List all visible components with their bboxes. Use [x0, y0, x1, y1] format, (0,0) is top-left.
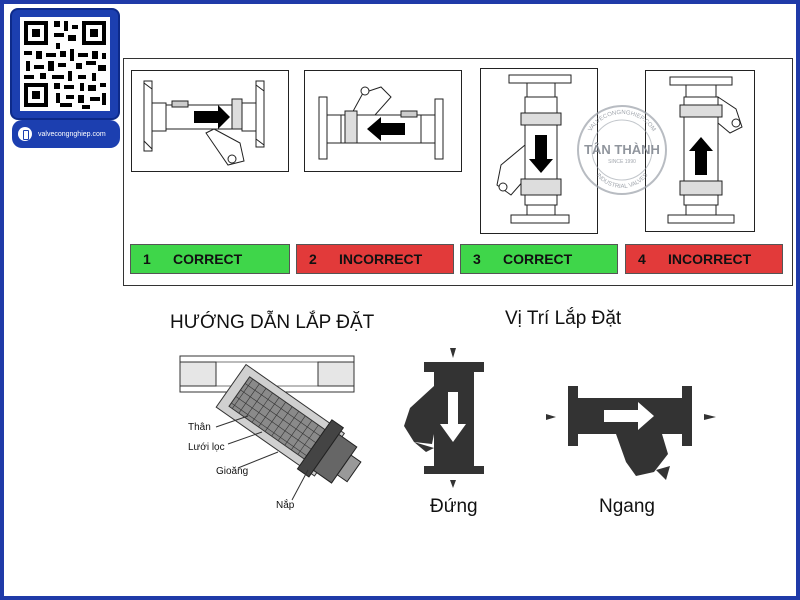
label-number: 1 — [143, 251, 151, 267]
strainer-cutaway-diagram — [179, 355, 362, 501]
orientation-cell-1 — [131, 70, 289, 172]
vertical-caption: Đứng — [430, 496, 478, 517]
part-label-gasket: Gioăng — [216, 466, 249, 477]
tan-thanh-watermark: VALVECONGNGHIEP.COM INDUSTRIAL VALVES TÂ… — [577, 105, 667, 195]
horizontal-caption: Ngang — [599, 496, 655, 517]
vertical-install-icon — [404, 348, 484, 488]
phone-icon — [18, 127, 32, 141]
strainer-vertical-correct — [496, 74, 572, 224]
qr-code-box — [12, 10, 118, 118]
label-text: INCORRECT — [668, 251, 752, 267]
orientation-label-1: 1 CORRECT — [130, 244, 290, 274]
orientation-panel — [123, 58, 793, 286]
label-text: CORRECT — [503, 251, 573, 267]
orientation-label-3: 3 CORRECT — [460, 244, 618, 274]
part-label-body: Thân — [188, 422, 211, 433]
label-number: 4 — [638, 251, 646, 267]
qr-code — [20, 17, 110, 111]
part-label-screen: Lưới lọc — [188, 442, 225, 453]
label-number: 2 — [309, 251, 317, 267]
label-text: CORRECT — [173, 251, 243, 267]
horizontal-install-icon — [546, 386, 716, 480]
website-url: valvecongnghiep.com — [38, 130, 106, 138]
position-title: Vị Trí Lắp Đặt — [505, 308, 622, 329]
orientation-cell-2 — [304, 70, 462, 172]
website-bar[interactable]: valvecongnghiep.com — [12, 120, 120, 148]
strainer-horizontal-incorrect — [318, 86, 444, 160]
orientation-label-4: 4 INCORRECT — [625, 244, 783, 274]
qr-code-graphic — [24, 21, 106, 109]
orientation-cell-4 — [645, 70, 755, 232]
orientation-label-2: 2 INCORRECT — [296, 244, 454, 274]
guide-title: HƯỚNG DẪN LẮP ĐẶT — [170, 312, 375, 333]
part-label-cap: Nắp — [276, 500, 295, 511]
label-text: INCORRECT — [339, 251, 423, 267]
watermark-since: SINCE 1990 — [608, 159, 636, 165]
label-number: 3 — [473, 251, 481, 267]
watermark-arc-bottom: INDUSTRIAL VALVES — [595, 172, 650, 190]
strainer-vertical-incorrect — [667, 76, 743, 224]
watermark-name: TÂN THÀNH — [584, 142, 660, 157]
orientation-cell-3 — [480, 68, 598, 234]
strainer-horizontal-correct — [143, 80, 265, 166]
